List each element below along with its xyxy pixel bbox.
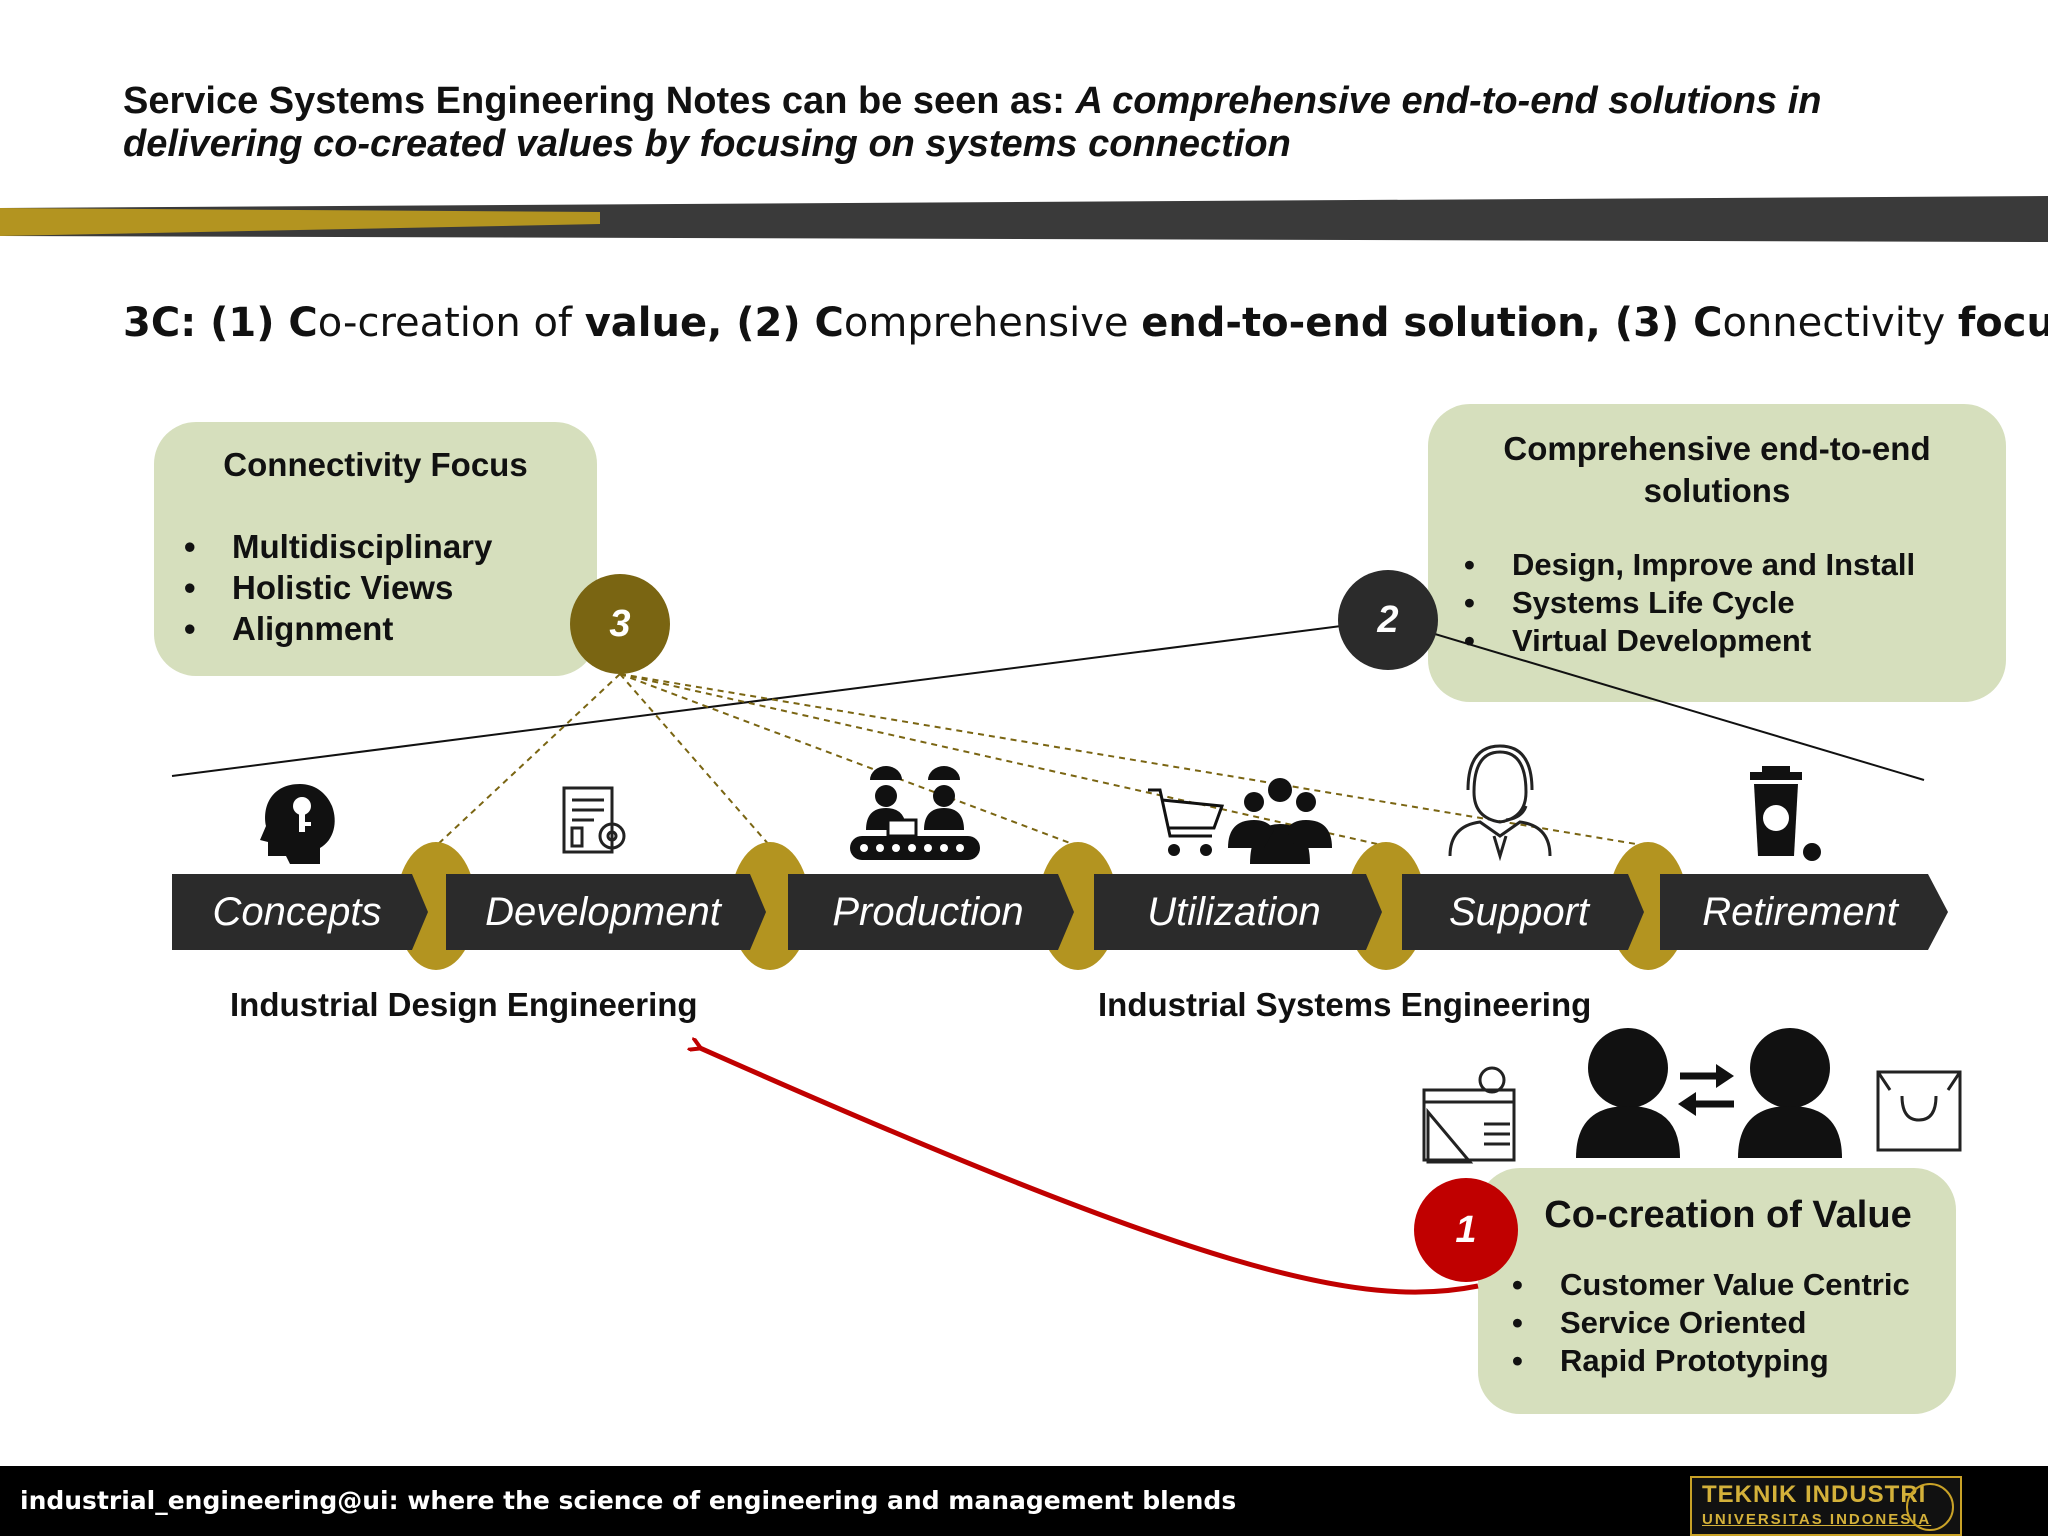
list-item: Systems Life Cycle bbox=[1464, 584, 1915, 622]
comprehensive-line-right bbox=[1387, 619, 1925, 781]
blueprint-gear-icon bbox=[562, 786, 626, 854]
list-item: Multidisciplinary bbox=[184, 526, 492, 567]
people-exchange-icon bbox=[1576, 1028, 1842, 1158]
list-item: Rapid Prototyping bbox=[1512, 1342, 1910, 1380]
logo-line1: TEKNIK INDUSTRI bbox=[1702, 1481, 1927, 1508]
badge-1-label: 1 bbox=[1455, 1209, 1477, 1251]
connectivity-focus-list: Multidisciplinary Holistic Views Alignme… bbox=[184, 526, 492, 649]
cart-people-icon bbox=[1148, 778, 1332, 864]
title-prefix: Service Systems Engineering Notes can be… bbox=[123, 80, 1076, 122]
teknik-industri-logo: TEKNIK INDUSTRI UNIVERSITAS INDONESIA bbox=[1690, 1476, 1962, 1536]
subtitle-part: omprehensive bbox=[843, 300, 1142, 346]
subtitle-part: end-to-end solution, (3) C bbox=[1141, 300, 1723, 346]
stage-support: Support bbox=[1448, 890, 1590, 934]
logo-line2: UNIVERSITAS INDONESIA bbox=[1702, 1511, 1932, 1528]
badge-1 bbox=[1414, 1178, 1518, 1282]
co-creation-box: Co-creation of Value Customer Value Cent… bbox=[1478, 1168, 1956, 1414]
design-tools-icon bbox=[1422, 1066, 1516, 1164]
connectivity-focus-title: Connectivity Focus bbox=[223, 446, 528, 483]
support-agent-icon bbox=[1448, 744, 1552, 862]
comprehensive-solutions-list: Design, Improve and Install Systems Life… bbox=[1464, 546, 1915, 660]
industrial-design-engineering-label: Industrial Design Engineering bbox=[230, 986, 698, 1023]
subtitle-part: focus bbox=[1957, 300, 2048, 346]
list-item: Alignment bbox=[184, 608, 492, 649]
co-creation-title: Co-creation of Value bbox=[1544, 1194, 1912, 1236]
brain-key-icon bbox=[260, 784, 335, 864]
stage-concepts: Concepts bbox=[212, 890, 382, 934]
subtitle-part: value, (2) C bbox=[584, 300, 844, 346]
list-item: Customer Value Centric bbox=[1512, 1266, 1910, 1304]
stage-production: Production bbox=[832, 890, 1024, 934]
subtitle-part: 3C: (1) C bbox=[123, 300, 318, 346]
list-item: Service Oriented bbox=[1512, 1304, 1910, 1342]
footer-tagline: industrial_engineering@ui: where the sci… bbox=[20, 1486, 1237, 1515]
ui-seal-icon bbox=[1906, 1483, 1954, 1531]
industrial-systems-engineering-label: Industrial Systems Engineering bbox=[1098, 986, 1592, 1023]
stage-retirement: Retirement bbox=[1702, 890, 1898, 934]
stage-utilization: Utilization bbox=[1147, 890, 1321, 934]
list-item: Design, Improve and Install bbox=[1464, 546, 1915, 584]
stage-chevrons bbox=[172, 874, 1948, 950]
shopping-bag-icon bbox=[1876, 1070, 1962, 1152]
connectivity-focus-box: Connectivity Focus Multidisciplinary Hol… bbox=[154, 422, 597, 676]
footer-bar: industrial_engineering@ui: where the sci… bbox=[0, 1466, 2048, 1536]
badge-2-label: 2 bbox=[1377, 599, 1399, 641]
badge-2 bbox=[1338, 570, 1438, 670]
recycle-bin-icon bbox=[1750, 766, 1821, 861]
comprehensive-line-left bbox=[171, 619, 1389, 777]
badge-3-label: 3 bbox=[609, 603, 631, 645]
list-item: Holistic Views bbox=[184, 567, 492, 608]
stage-development: Development bbox=[485, 890, 721, 934]
co-creation-arrow bbox=[700, 1048, 1479, 1295]
subtitle-part: onnectivity bbox=[1722, 300, 1958, 346]
subtitle-part: o-creation of bbox=[317, 300, 585, 346]
page-title: Service Systems Engineering Notes can be… bbox=[123, 80, 1963, 166]
header-band bbox=[0, 196, 2048, 242]
workers-conveyor-icon bbox=[850, 766, 980, 860]
co-creation-list: Customer Value Centric Service Oriented … bbox=[1512, 1266, 1910, 1380]
connectivity-links bbox=[435, 673, 1649, 847]
list-item: Virtual Development bbox=[1464, 622, 1915, 660]
title-emphasis: A comprehensive end-to-end solutions in … bbox=[123, 80, 1822, 165]
badge-3 bbox=[570, 574, 670, 674]
three-c-summary: 3C: (1) Co-creation of value, (2) Compre… bbox=[123, 300, 2048, 346]
comprehensive-solutions-title: Comprehensive end-to-end solutions bbox=[1503, 430, 1931, 509]
comprehensive-solutions-box: Comprehensive end-to-end solutions Desig… bbox=[1428, 404, 2006, 702]
lifecycle-diagram bbox=[171, 570, 1962, 1295]
